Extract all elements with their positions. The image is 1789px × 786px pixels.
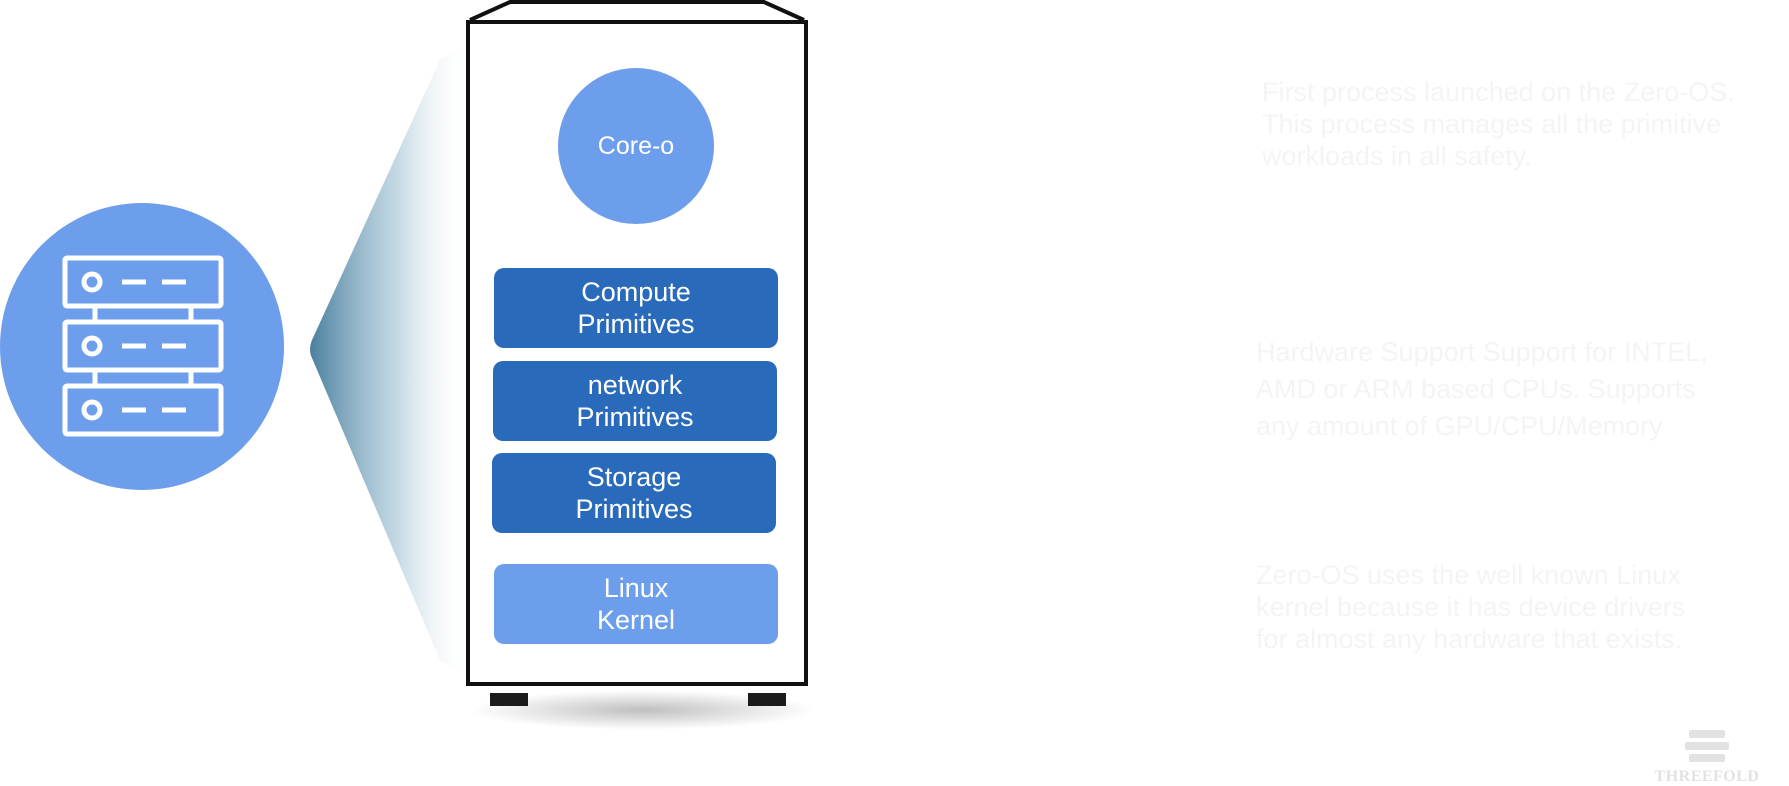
tower-foot-right xyxy=(748,693,786,706)
tower-foot-left xyxy=(490,693,528,706)
network-primitives-block: network Primitives xyxy=(493,361,777,441)
description-line: This process manages all the primitive xyxy=(1262,109,1722,139)
block-label-line2: Kernel xyxy=(596,605,676,635)
compute-primitives-block: Compute Primitives xyxy=(494,268,778,348)
block-label-line1: Compute xyxy=(581,277,691,307)
description-line: Hardware Support Support for INTEL, xyxy=(1256,337,1708,367)
server-rack-icon xyxy=(62,255,224,437)
block-label-line1: Storage xyxy=(586,462,682,492)
core-o-description: First process launched on the Zero-OS. T… xyxy=(1262,76,1782,172)
threefold-logo: THREEFOLD xyxy=(1652,730,1762,786)
description-line: kernel because it has device drivers xyxy=(1256,592,1686,622)
block-label-line2: Primitives xyxy=(575,494,693,524)
storage-primitives-block: Storage Primitives xyxy=(492,453,776,533)
tower-top xyxy=(469,0,805,22)
linux-kernel-block: Linux Kernel xyxy=(494,564,778,644)
description-line: for almost any hardware that exists. xyxy=(1256,624,1683,654)
description-line: AMD or ARM based CPUs. Supports xyxy=(1256,374,1696,404)
hardware-support-description: Hardware Support Support for INTEL, AMD … xyxy=(1256,334,1776,445)
core-o-node: Core-o xyxy=(558,68,714,224)
description-line: Zero-OS uses the well known Linux xyxy=(1256,560,1681,590)
block-label-line1: network xyxy=(587,370,683,400)
block-label-line2: Primitives xyxy=(576,402,694,432)
projection-beam xyxy=(310,40,470,680)
server-icon-circle xyxy=(0,203,284,490)
description-line: any amount of GPU/CPU/Memory xyxy=(1256,411,1663,441)
description-line: First process launched on the Zero-OS. xyxy=(1262,77,1735,107)
block-label-line2: Primitives xyxy=(577,309,695,339)
threefold-logo-icon xyxy=(1685,730,1729,762)
linux-kernel-description: Zero-OS uses the well known Linux kernel… xyxy=(1256,559,1776,655)
description-line: workloads in all safety. xyxy=(1262,141,1532,171)
core-o-label: Core-o xyxy=(597,131,675,160)
block-label-line1: Linux xyxy=(603,573,669,603)
logo-text: THREEFOLD xyxy=(1654,768,1760,785)
